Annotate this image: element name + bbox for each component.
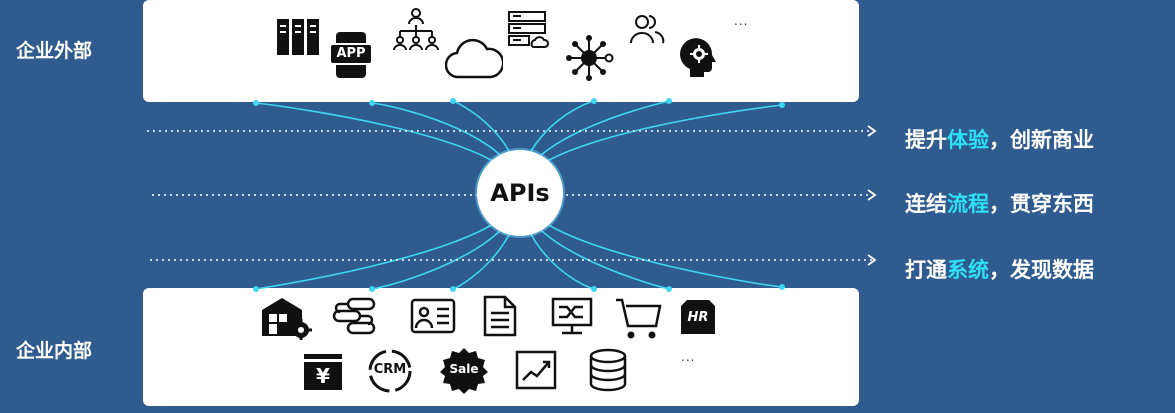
yuan-register-icon-text: ¥ — [316, 364, 330, 388]
external-label: 企业外部 — [16, 40, 93, 62]
external-panel — [143, 0, 859, 102]
message-2: 连结流程，贯穿东西 — [905, 188, 1094, 218]
cloud-icon — [445, 38, 503, 79]
message-2-post: ，贯穿东西 — [989, 192, 1094, 216]
message-1-post: ，创新商业 — [989, 128, 1094, 152]
shopping-cart-icon — [616, 298, 662, 339]
id-card-icon — [410, 298, 456, 334]
crm-icon-text: CRM — [373, 362, 407, 377]
users-icon — [630, 15, 665, 44]
apis-hub: APIs — [477, 150, 563, 236]
external-more-indicator: ... — [734, 14, 749, 28]
message-3-highlight: 系统 — [947, 258, 989, 282]
message-1-pre: 提升 — [905, 128, 947, 152]
message-2-highlight: 流程 — [947, 192, 989, 216]
message-1-highlight: 体验 — [947, 128, 989, 152]
workflow-icon — [332, 297, 376, 335]
app-icon: APP — [329, 30, 373, 80]
hr-box-icon-text: HR — [687, 310, 709, 325]
line-chart-icon — [515, 350, 557, 390]
servers-icon — [277, 19, 319, 55]
app-icon-text: APP — [336, 46, 366, 61]
message-2-pre: 连结 — [905, 192, 947, 216]
message-3: 打通系统，发现数据 — [905, 254, 1094, 284]
monitor-flow-icon — [551, 297, 593, 335]
document-icon — [483, 295, 517, 337]
yuan-register-icon: ¥ — [302, 352, 344, 392]
crm-icon: CRM — [367, 348, 413, 394]
message-3-pre: 打通 — [905, 258, 947, 282]
cloud-server-icon — [508, 11, 549, 48]
internal-label: 企业内部 — [16, 340, 93, 362]
internal-more-indicator: ... — [681, 350, 696, 364]
sale-badge-icon-text: Sale — [449, 362, 479, 376]
message-1: 提升体验，创新商业 — [905, 124, 1094, 154]
network-hub-icon — [566, 35, 614, 81]
sale-badge-icon: Sale — [440, 346, 488, 394]
internal-panel — [143, 288, 859, 406]
org-chart-icon — [393, 8, 439, 51]
message-3-post: ，发现数据 — [989, 258, 1094, 282]
hr-box-icon: HR — [679, 298, 717, 336]
warehouse-gear-icon — [262, 298, 312, 340]
ai-brain-icon — [680, 38, 716, 77]
database-icon — [589, 348, 627, 392]
